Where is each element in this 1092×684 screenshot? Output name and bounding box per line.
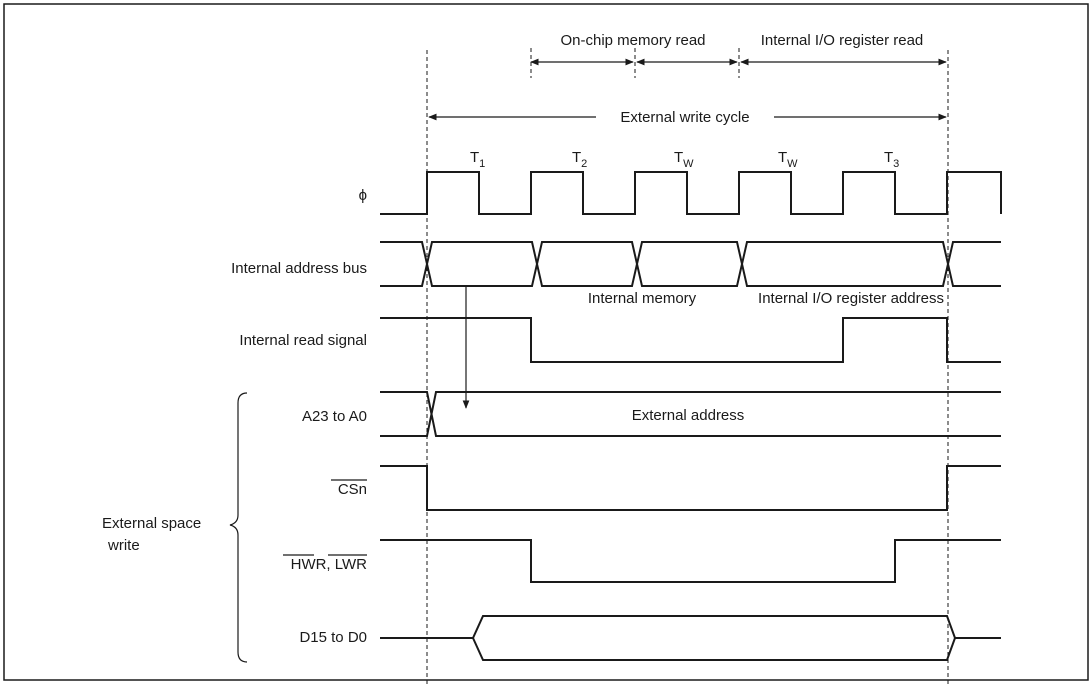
address-lines-label: A23 to A0	[302, 408, 367, 425]
write-strobes-waveform	[380, 539, 1001, 583]
diagram-border	[3, 3, 1089, 681]
state-t2: T2	[572, 149, 587, 170]
internal-io-register-address-annotation: Internal I/O register address	[758, 290, 944, 307]
phi-label: ϕ	[359, 187, 367, 204]
external-address-annotation: External address	[632, 407, 745, 424]
state-tw-1: TW	[674, 149, 694, 170]
onchip-memory-read-label: On-chip memory read	[560, 32, 705, 49]
internal-address-bus-waveform	[380, 241, 1001, 287]
external-space-label: External space	[102, 515, 201, 532]
internal-io-register-read-label: Internal I/O register read	[761, 32, 924, 49]
external-write-cycle-label: External write cycle	[620, 109, 749, 126]
chip-select-waveform	[380, 465, 1001, 511]
address-lines-waveform	[380, 391, 1001, 437]
external-space-brace	[229, 392, 248, 663]
phi-waveform	[380, 171, 1002, 215]
state-tw-2: TW	[778, 149, 798, 170]
internal-read-waveform	[380, 317, 1001, 363]
data-lines-label: D15 to D0	[299, 629, 367, 646]
state-t3: T3	[884, 149, 899, 170]
state-t1: T1	[470, 149, 485, 170]
write-label: write	[107, 537, 140, 554]
internal-address-bus-label: Internal address bus	[231, 260, 367, 277]
internal-read-signal-label: Internal read signal	[239, 332, 367, 349]
internal-memory-annotation: Internal memory	[588, 290, 697, 307]
data-lines-waveform	[380, 615, 1001, 661]
write-strobes-label: HWR, LWR	[291, 556, 368, 573]
chip-select-label: CSn	[338, 481, 367, 498]
